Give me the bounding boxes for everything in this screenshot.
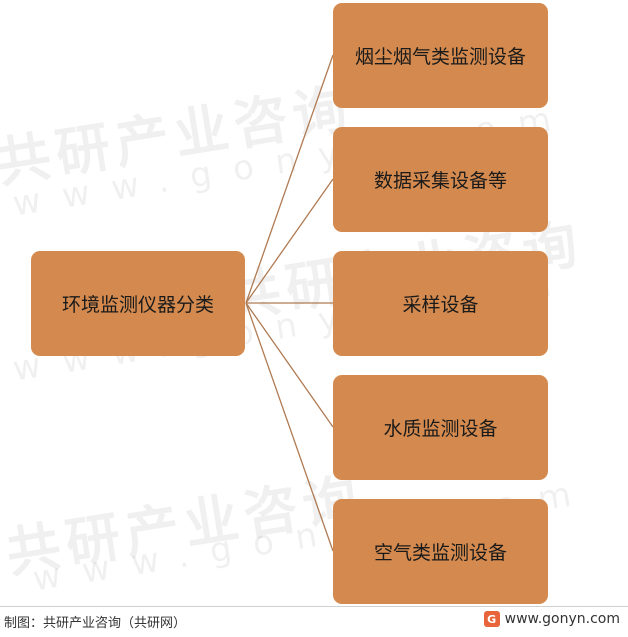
connector-line [245,178,334,304]
child-node: 水质监测设备 [333,375,548,480]
child-node-label: 采样设备 [402,294,479,316]
root-node-label: 环境监测仪器分类 [61,294,214,316]
footer-brand[interactable]: G www.gonyn.com [483,611,620,627]
gonyn-logo-icon: G [483,611,500,627]
child-node: 烟尘烟气类监测设备 [333,3,548,108]
child-node-label: 烟尘烟气类监测设备 [354,46,526,68]
footer-divider [0,606,628,607]
child-node-label: 空气类监测设备 [373,542,507,564]
child-node: 数据采集设备等 [333,127,548,232]
child-node: 空气类监测设备 [333,499,548,604]
child-node: 采样设备 [333,251,548,356]
connector-line [245,54,334,304]
connector-line [245,302,334,552]
child-node-label: 数据采集设备等 [373,170,507,192]
root-node: 环境监测仪器分类 [31,251,245,356]
child-node-label: 水质监测设备 [383,418,498,440]
brand-url[interactable]: www.gonyn.com [504,611,620,627]
connector-line [245,302,334,428]
source-note: 制图：共研产业咨询（共研网） [4,616,187,631]
